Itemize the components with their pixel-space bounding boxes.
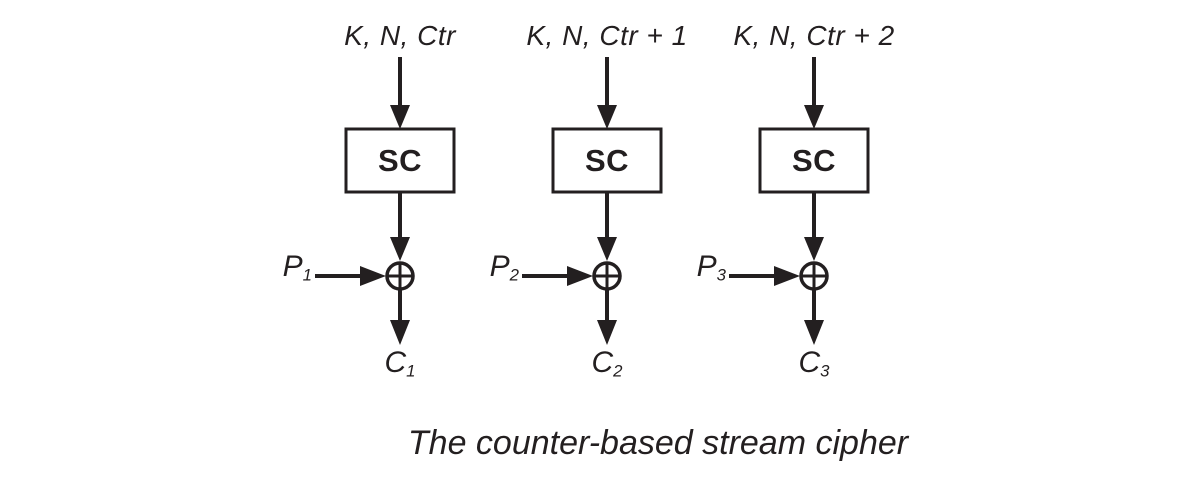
column-3-shapes [729,57,870,345]
input-label: K, N, Ctr + 2 [733,20,895,51]
plaintext-subscript: 3 [716,265,726,285]
down-arrow-icon [390,237,410,261]
column-1-shapes [315,57,456,345]
plaintext-label: P2 [489,250,519,285]
ciphertext-subscript: 3 [820,361,830,381]
ciphertext-label: C1 [384,346,416,381]
ciphertext-label: C3 [798,346,830,381]
plaintext-label: P3 [696,250,726,285]
down-arrow-icon [390,105,410,129]
plaintext-subscript: 2 [509,265,519,285]
input-label: K, N, Ctr [344,20,456,51]
down-arrow-icon [597,320,617,345]
down-arrow-icon [804,320,824,345]
cipher-column-2: K, N, Ctr + 1 SC P2 C2 [477,0,737,400]
right-arrow-icon [360,266,386,286]
down-arrow-icon [597,237,617,261]
sc-box-label: SC [791,142,837,178]
ciphertext-subscript: 2 [613,361,623,381]
ciphertext-label: C2 [591,346,623,381]
down-arrow-icon [597,105,617,129]
down-arrow-icon [804,105,824,129]
cipher-column-3: K, N, Ctr + 2 SC P3 C3 [684,0,944,400]
column-2-shapes [522,57,663,345]
plaintext-subscript: 1 [302,265,312,285]
down-arrow-icon [804,237,824,261]
input-label: K, N, Ctr + 1 [526,20,688,51]
cipher-column-1: K, N, Ctr SC P1 C1 [270,0,530,400]
figure-caption: The counter-based stream cipher [407,424,909,462]
right-arrow-icon [567,266,593,286]
ciphertext-subscript: 1 [406,361,416,381]
sc-box-label: SC [584,142,630,178]
sc-box [344,127,456,194]
down-arrow-icon [390,320,410,345]
right-arrow-icon [774,266,800,286]
plaintext-label: P1 [282,250,312,285]
sc-box-label: SC [377,142,423,178]
